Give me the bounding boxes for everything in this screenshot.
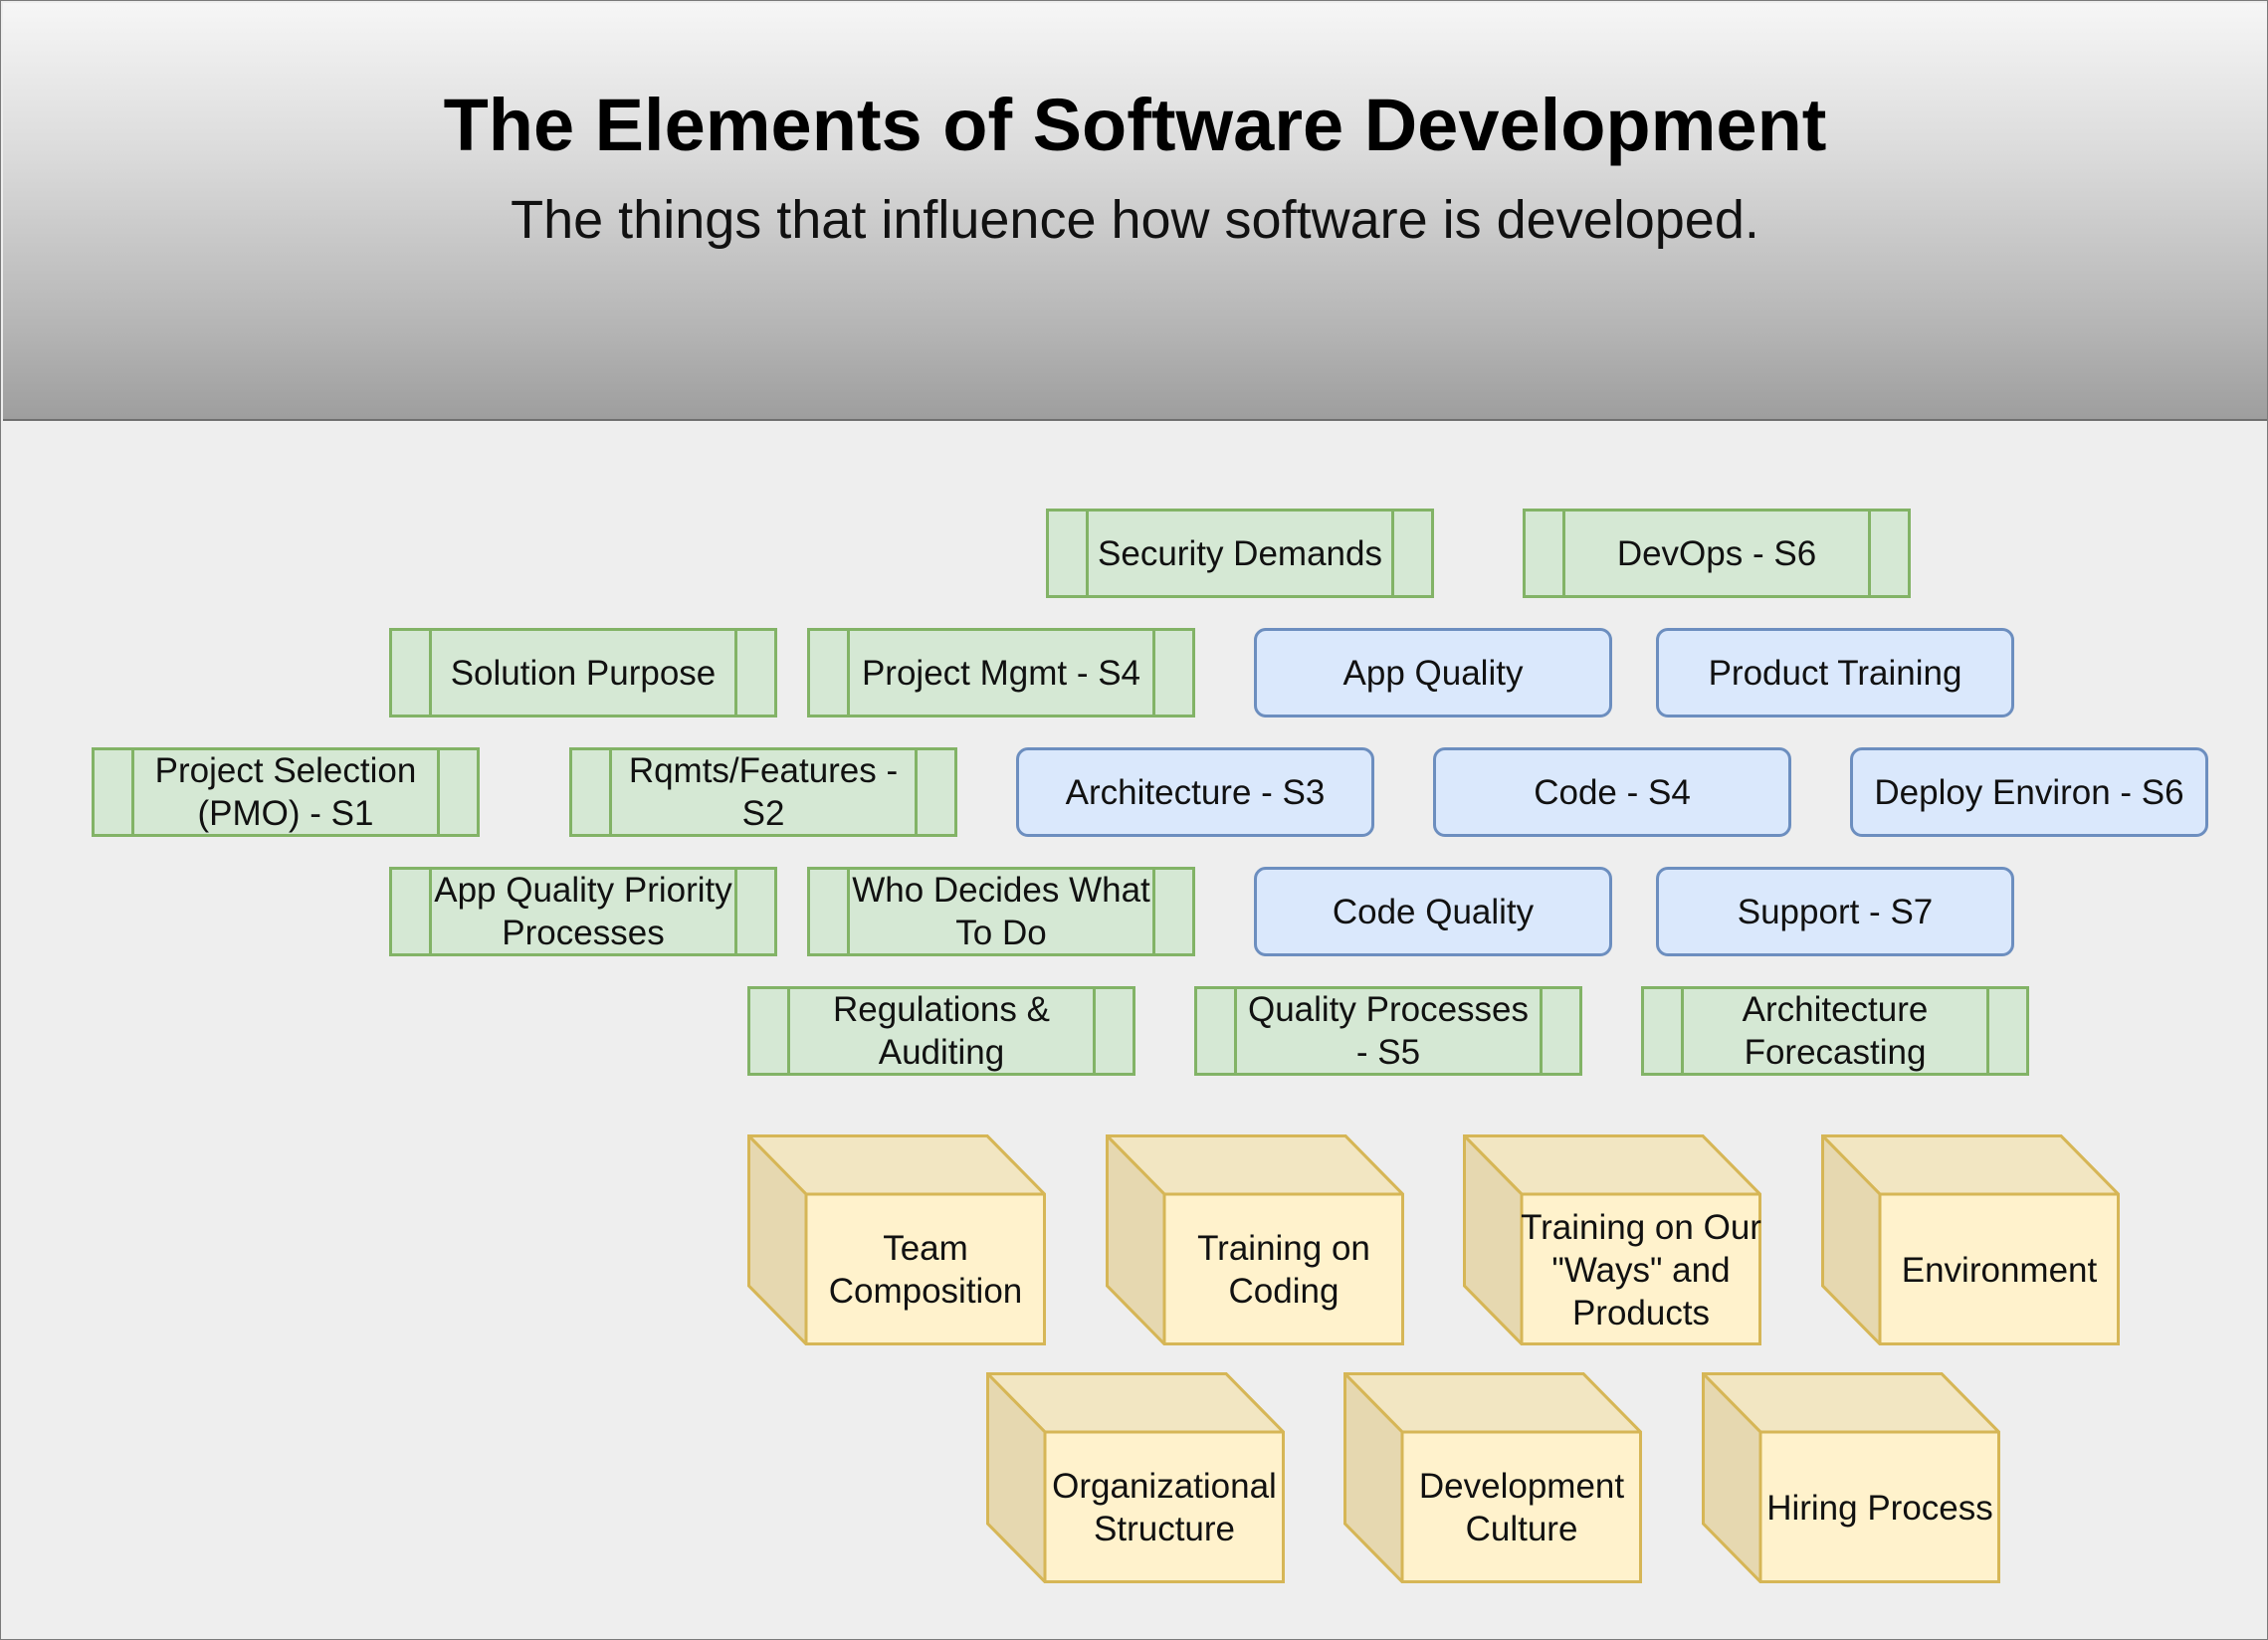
cube-shape (986, 1372, 1285, 1583)
process-label: Solution Purpose (450, 653, 717, 693)
cube-organizational-structure: Organizational Structure (986, 1372, 1285, 1583)
process-who-decides: Who Decides What To Do (807, 867, 1195, 956)
cube-shape (1106, 1134, 1404, 1345)
diagram-subtitle: The things that influence how software i… (511, 190, 1759, 250)
box-support: Support - S7 (1656, 867, 2014, 956)
cube-training-on-coding: Training on Coding (1106, 1134, 1404, 1345)
process-architecture-forecasting: Architecture Forecasting (1641, 986, 2029, 1076)
box-architecture: Architecture - S3 (1016, 747, 1374, 837)
process-label: Project Selection (PMO) - S1 (154, 751, 417, 833)
process-label: Architecture Forecasting (1742, 990, 1929, 1072)
process-project-selection: Project Selection (PMO) - S1 (92, 747, 480, 837)
process-label: Security Demands (1098, 533, 1382, 573)
cube-shape (1821, 1134, 2120, 1345)
cube-label: Training on Our "Ways" and Products (1521, 1207, 1761, 1332)
box-code-quality: Code Quality (1254, 867, 1612, 956)
process-label: Quality Processes - S5 (1247, 990, 1530, 1072)
box-product-training: Product Training (1656, 628, 2014, 718)
diagram-title: The Elements of Software Development (443, 84, 1827, 166)
cube-team-composition: Team Composition (747, 1134, 1046, 1345)
process-label: Who Decides What To Do (852, 871, 1150, 952)
process-quality-processes: Quality Processes - S5 (1194, 986, 1582, 1076)
process-label: Regulations & Auditing (833, 990, 1050, 1072)
process-label: Project Mgmt - S4 (861, 653, 1141, 693)
box-app-quality: App Quality (1254, 628, 1612, 718)
process-rqmts-features: Rqmts/Features - S2 (569, 747, 957, 837)
cube-label: Training on Coding (1197, 1229, 1370, 1311)
cube-training-on-ways: Training on Our "Ways" and Products (1463, 1134, 1761, 1345)
cube-shape (1343, 1372, 1642, 1583)
process-project-mgmt: Project Mgmt - S4 (807, 628, 1195, 718)
process-security-demands: Security Demands (1046, 509, 1434, 598)
process-label: App Quality Priority Processes (434, 871, 732, 952)
process-label: DevOps - S6 (1616, 533, 1817, 573)
cube-label: Development Culture (1418, 1467, 1625, 1548)
box-deploy-environ: Deploy Environ - S6 (1850, 747, 2208, 837)
cube-shape (747, 1134, 1046, 1345)
process-regulations-auditing: Regulations & Auditing (747, 986, 1135, 1076)
process-label: Rqmts/Features - S2 (628, 751, 899, 833)
cube-hiring-process: Hiring Process (1702, 1372, 2000, 1583)
header-banner: The Elements of Software Development The… (3, 3, 2267, 421)
cube-label: Hiring Process (1766, 1488, 1993, 1528)
cube-label: Environment (1901, 1250, 2098, 1290)
cube-environment: Environment (1821, 1134, 2120, 1345)
box-code: Code - S4 (1433, 747, 1791, 837)
cube-development-culture: Development Culture (1343, 1372, 1642, 1583)
process-solution-purpose: Solution Purpose (389, 628, 777, 718)
cube-shape (1463, 1134, 1761, 1345)
process-devops: DevOps - S6 (1523, 509, 1911, 598)
cube-shape (1702, 1372, 2000, 1583)
process-app-quality-priority: App Quality Priority Processes (389, 867, 777, 956)
cube-label: Team Composition (828, 1229, 1023, 1311)
cube-label: Organizational Structure (1052, 1467, 1277, 1548)
